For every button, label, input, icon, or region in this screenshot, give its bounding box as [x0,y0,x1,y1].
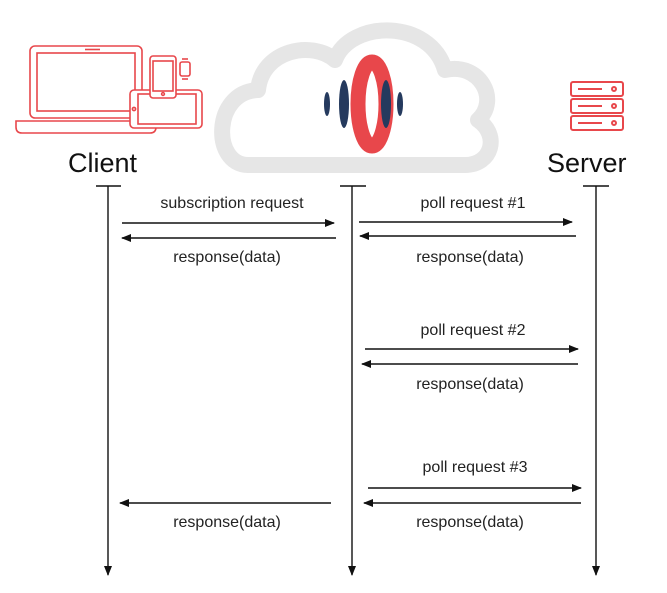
lifelines [96,185,609,576]
server-stack-icon [570,81,624,131]
label-poll-request-2: poll request #2 [421,322,526,339]
label-poll-3-response: response(data) [416,514,524,531]
cloud-logo-icon [214,22,499,173]
label-poll-request-1: poll request #1 [421,195,526,212]
client-label: Client [68,148,138,178]
message-arrows [119,218,582,507]
label-poll-1-response: response(data) [416,249,524,266]
devices-icon [15,45,203,134]
message-labels: subscription request response(data) poll… [160,195,527,531]
label-response-client-2: response(data) [173,514,281,531]
server-label: Server [547,148,627,178]
label-response-client-1: response(data) [173,249,281,266]
label-subscription-request: subscription request [160,195,304,212]
label-poll-request-3: poll request #3 [423,459,528,476]
label-poll-2-response: response(data) [416,376,524,393]
